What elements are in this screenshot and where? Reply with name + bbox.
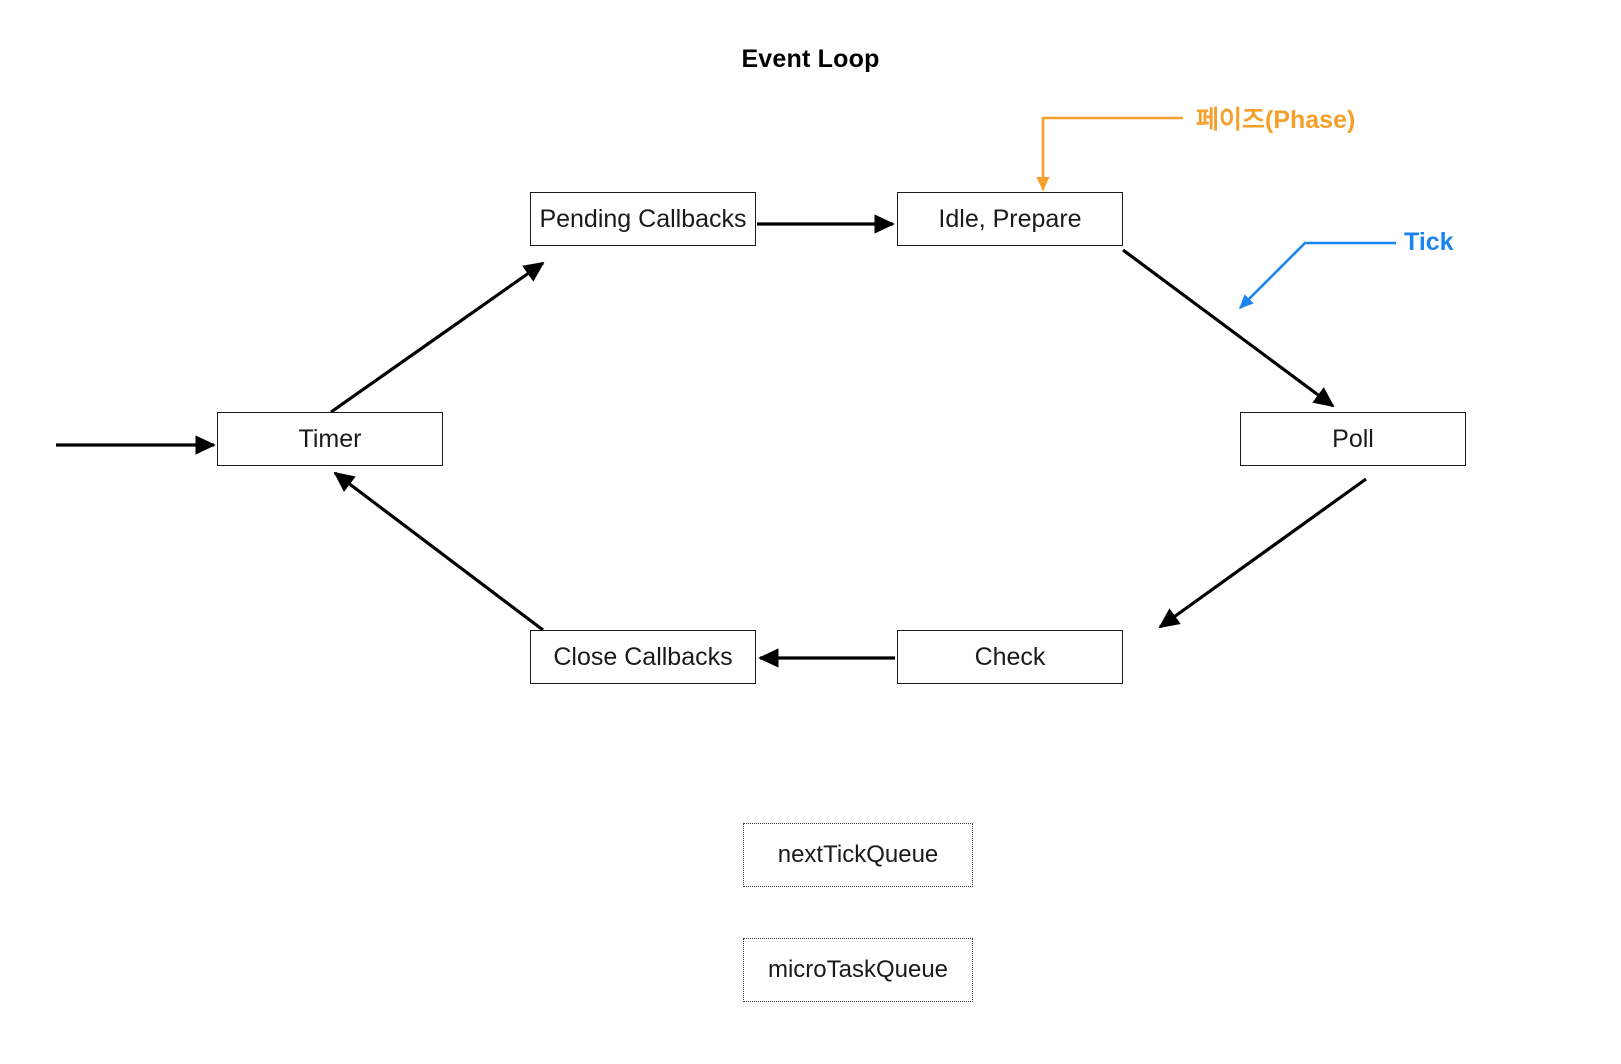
node-label: Poll	[1332, 424, 1374, 453]
node-label: Close Callbacks	[553, 642, 733, 671]
node-label: Check	[974, 642, 1046, 671]
node-pending-callbacks[interactable]: Pending Callbacks	[530, 192, 756, 246]
queue-next-tick-queue[interactable]: nextTickQueue	[743, 823, 973, 887]
queue-label: microTaskQueue	[767, 956, 949, 983]
page-title: Event Loop	[741, 45, 880, 73]
node-poll[interactable]: Poll	[1240, 412, 1466, 466]
node-timer[interactable]: Timer	[217, 412, 443, 466]
phase-leader-line	[1036, 116, 1183, 192]
queue-label: nextTickQueue	[777, 841, 939, 868]
annotation-tick-label: Tick	[1404, 228, 1454, 256]
node-idle-prepare[interactable]: Idle, Prepare	[897, 192, 1123, 246]
edge-close-callbacks-to-timer	[333, 471, 544, 632]
node-label: Pending Callbacks	[539, 204, 747, 233]
edge-idle-prepare-to-poll	[1122, 248, 1335, 408]
node-close-callbacks[interactable]: Close Callbacks	[530, 630, 756, 684]
tick-leader-line	[1239, 241, 1396, 309]
edge-timer-to-pending-callbacks	[330, 261, 545, 414]
queue-micro-task-queue[interactable]: microTaskQueue	[743, 938, 973, 1002]
node-check[interactable]: Check	[897, 630, 1123, 684]
annotation-phase-label: 페이즈(Phase)	[1196, 106, 1356, 134]
node-label: Timer	[298, 424, 362, 453]
node-label: Idle, Prepare	[938, 204, 1082, 233]
edge-poll-to-check	[1158, 477, 1367, 629]
